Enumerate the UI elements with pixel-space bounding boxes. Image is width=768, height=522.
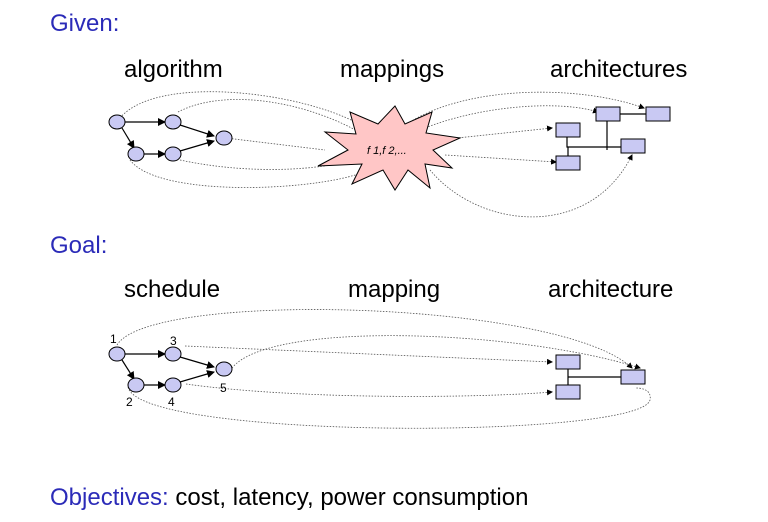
processor-box: [555, 122, 581, 138]
given-heading: Given:: [50, 10, 120, 37]
architectures-label: architectures: [550, 56, 688, 83]
map-curve: [231, 335, 641, 370]
schedule-label: schedule: [124, 276, 221, 303]
processor-box: [645, 106, 671, 122]
graph-edge: [179, 124, 215, 138]
mapping-label: mapping: [348, 276, 441, 303]
task-node-1: [108, 346, 126, 362]
processor-box: [595, 106, 621, 122]
processor-box: [620, 138, 646, 154]
architecture-label: architecture: [548, 276, 674, 303]
task-node: [164, 114, 182, 130]
map-curve: [177, 99, 373, 141]
map-curve: [119, 91, 376, 136]
task-number-5: 5: [220, 381, 227, 395]
goal-mapping-curves: [116, 309, 651, 429]
map-curve: [429, 154, 633, 218]
map-curve: [127, 383, 651, 429]
task-number-3: 3: [170, 334, 177, 348]
task-node-3: [164, 346, 182, 362]
mapping-functions-burst: f 1,f 2,...: [317, 105, 462, 191]
map-curve: [444, 154, 557, 165]
task-node: [127, 146, 145, 162]
algorithm-label: algorithm: [124, 56, 223, 83]
graph-edge: [121, 127, 135, 149]
task-node-4: [164, 377, 182, 393]
task-number-2: 2: [126, 395, 133, 409]
task-node-2: [127, 377, 145, 393]
processor-box: [620, 369, 646, 385]
task-node: [164, 146, 182, 162]
mapping-functions-text: f 1,f 2,...: [367, 145, 407, 157]
processor-box: [555, 155, 581, 171]
task-node-5: [215, 361, 233, 377]
arch-link: [566, 137, 621, 148]
task-number-4: 4: [168, 395, 175, 409]
burst-shape: [317, 105, 462, 191]
schedule-graph: 1 2 3 4 5: [108, 332, 233, 409]
map-curve: [185, 383, 553, 397]
mappings-label: mappings: [340, 56, 445, 83]
map-curve: [419, 105, 599, 131]
map-curve: [184, 345, 553, 365]
objectives-line: Objectives: cost, latency, power consump…: [50, 484, 528, 512]
objectives-text: cost, latency, power consumption: [168, 484, 529, 511]
goal-heading: Goal:: [50, 232, 108, 259]
task-node: [215, 130, 233, 146]
map-curve: [129, 159, 369, 188]
map-curve: [116, 309, 633, 369]
algorithm-graph: [108, 114, 233, 162]
processor-box: [555, 384, 581, 400]
graph-edge: [179, 370, 215, 383]
graph-edge: [179, 356, 215, 369]
processor-box: [555, 354, 581, 370]
map-curve: [225, 137, 326, 151]
graph-edge: [179, 139, 215, 152]
graph-edge: [121, 359, 135, 380]
architecture-graph: [555, 354, 646, 400]
map-curve: [409, 91, 645, 123]
task-node: [108, 114, 126, 130]
architectures-graph: [555, 106, 671, 171]
objectives-label: Objectives:: [50, 484, 169, 511]
task-number-1: 1: [110, 332, 117, 346]
